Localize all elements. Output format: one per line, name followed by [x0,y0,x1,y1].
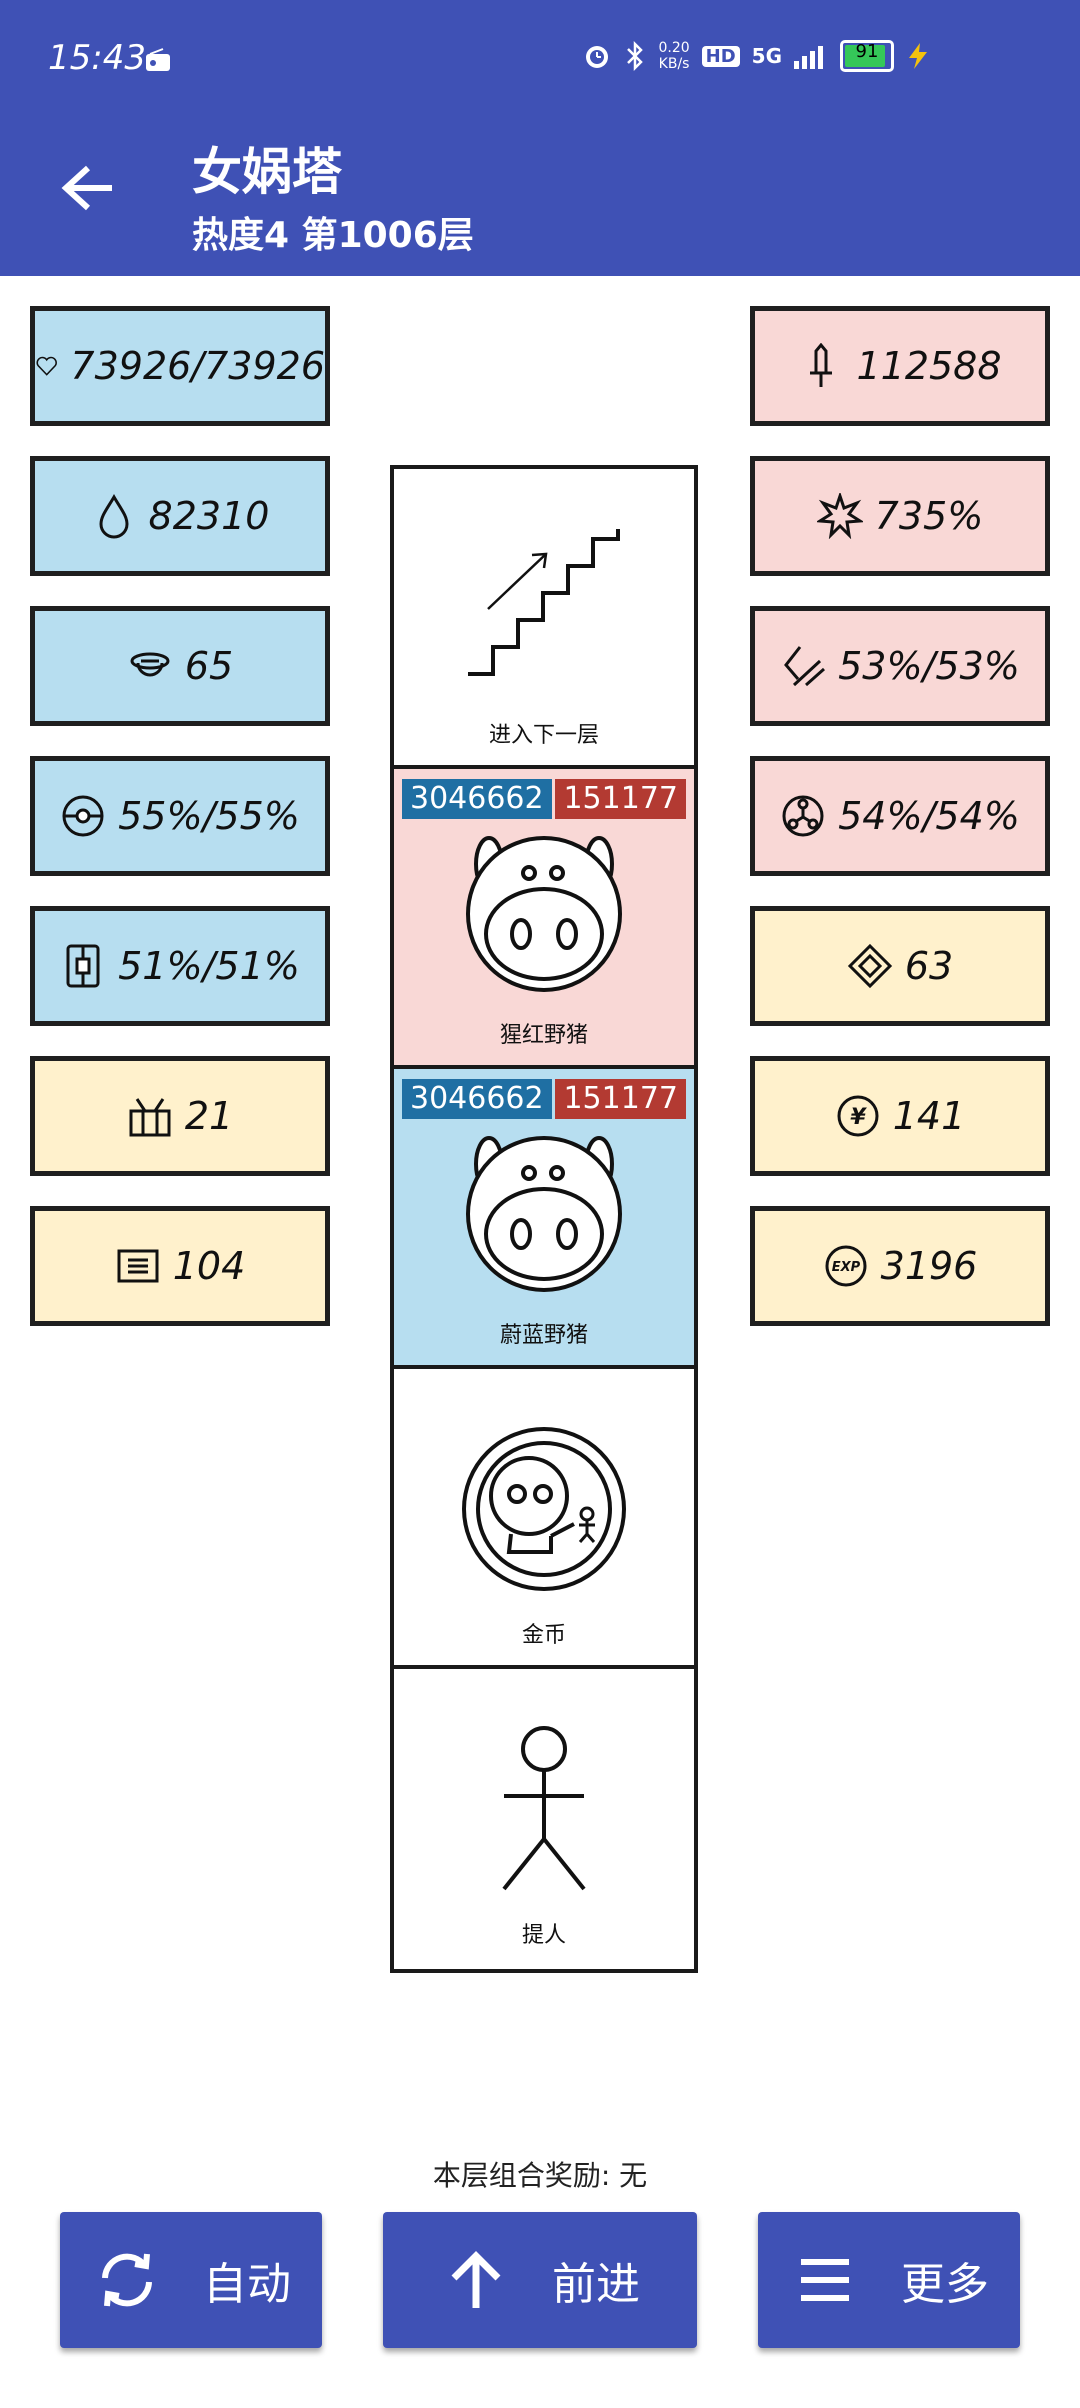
sword-icon [810,343,833,387]
water-drop-icon [99,494,129,539]
stat-pierce: 53%/53% [750,606,1050,726]
stairs-icon [468,529,620,676]
stat-bag: 21 [30,1056,330,1176]
exp-icon: EXP [825,1245,867,1287]
shield-icon [66,944,100,988]
diamond-icon [847,943,892,989]
monster-label: 蔚蓝野猪 [499,1323,588,1348]
monster-atk-badge: 151177 [555,779,686,819]
tower-column: 进入下一层 3046662 151177 猩红野猪 3046662 151177 [390,465,698,1973]
stat-exp: EXP 3196 [750,1206,1050,1326]
stat-block: 51%/51% [30,906,330,1026]
refresh-icon [102,2253,152,2307]
more-button-label: 更多 [901,2259,989,2310]
svg-text:EXP: EXP [831,1260,860,1275]
stat-crit-value: 735% [874,494,984,538]
stairs-label: 进入下一层 [488,723,599,748]
status-time: 15:43 [48,38,146,78]
stat-resist-value: 55%/55% [118,794,300,838]
page-subtitle: 热度4 第1006层 [192,215,474,256]
signal-icon [794,46,823,69]
orb-icon [62,795,104,837]
stat-gem-value: 63 [904,944,954,988]
more-button[interactable]: 更多 [758,2212,1020,2348]
stat-combo: 54%/54% [750,756,1050,876]
strike-icon [784,646,826,687]
stat-attack-value: 112588 [856,344,1002,388]
stat-bag-value: 21 [184,1094,234,1138]
stat-defense-value: 65 [184,644,234,688]
stat-scroll-value: 104 [172,1244,246,1288]
battery-icon: 91 [840,40,894,72]
boar-icon [466,1136,622,1292]
monster-hp-badge: 3046662 [402,1079,552,1119]
hd-badge: HD [701,45,740,67]
stat-attack: 112588 [750,306,1050,426]
tower-cell-blue-boar[interactable]: 3046662 151177 蔚蓝野猪 [394,1069,694,1369]
monster-label: 猩红野猪 [499,1023,588,1048]
stat-pierce-value: 53%/53% [838,644,1020,688]
stat-hp: 73926/73926 [30,306,330,426]
tower-cell-stairs[interactable]: 进入下一层 [394,469,694,769]
radio-icon [146,48,170,71]
stat-combo-value: 54%/54% [838,794,1020,838]
stick-figure-icon [502,1726,586,1891]
page-title: 女娲塔 [192,143,342,201]
tower-cell-person[interactable]: 提人 [394,1669,694,1965]
stat-hp-value: 73926/73926 [70,344,325,388]
tower-cell-coin[interactable]: 金币 [394,1369,694,1669]
helmet-icon [130,652,170,677]
boar-icon [466,836,622,992]
triad-icon [782,795,824,837]
forward-button-label: 前进 [552,2259,640,2310]
stat-exp-value: 3196 [880,1244,978,1288]
basket-icon [129,1098,171,1137]
stat-mp-value: 82310 [148,494,270,538]
stat-gem: 63 [750,906,1050,1026]
forward-button[interactable]: 前进 [383,2212,697,2348]
tower-cell-red-boar[interactable]: 3046662 151177 猩红野猪 [394,769,694,1069]
stat-mp: 82310 [30,456,330,576]
back-arrow-icon[interactable] [60,160,116,216]
stat-resist: 55%/55% [30,756,330,876]
heart-icon [36,356,57,376]
auto-button-label: 自动 [203,2259,291,2310]
alarm-icon [586,46,609,68]
bluetooth-icon [627,41,644,71]
yen-coin-icon: ¥ [837,1095,879,1137]
arrow-up-icon [451,2251,501,2308]
stat-block-value: 51%/51% [118,944,300,988]
burst-icon [816,493,863,539]
auto-button[interactable]: 自动 [60,2212,322,2348]
coin-icon [462,1427,626,1591]
svg-text:¥: ¥ [850,1105,867,1130]
coin-label: 金币 [521,1623,566,1648]
scroll-icon [117,1249,159,1283]
stat-defense: 65 [30,606,330,726]
monster-atk-badge: 151177 [555,1079,686,1119]
monster-hp-badge: 3046662 [402,779,552,819]
menu-icon [801,2259,849,2301]
stat-scroll: 104 [30,1206,330,1326]
network-label: 5G [751,44,782,68]
stat-money: ¥ 141 [750,1056,1050,1176]
charging-icon [909,43,927,69]
floor-reward-text: 本层组合奖励: 无 [432,2159,648,2192]
stat-money-value: 141 [892,1094,966,1138]
stat-crit: 735% [750,456,1050,576]
person-label: 提人 [521,1923,566,1948]
